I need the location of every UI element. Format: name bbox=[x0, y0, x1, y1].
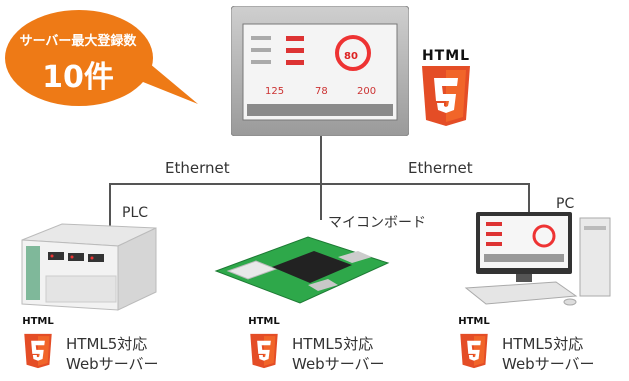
hmi-gauge-value: 80 bbox=[344, 51, 358, 62]
hmi-value-2: 78 bbox=[315, 86, 328, 97]
html5-logo-text: HTML bbox=[421, 48, 471, 64]
pc-device bbox=[446, 208, 626, 308]
hmi-touch-panel: 80 125 78 200 bbox=[230, 5, 410, 137]
support-item-plc: HTML HTML5対応 Webサーバー bbox=[18, 316, 188, 376]
badge-caption: サーバー最大登録数 bbox=[19, 34, 137, 49]
html5-logo-icon bbox=[460, 333, 488, 369]
support-item-pc: HTML HTML5対応 Webサーバー bbox=[454, 316, 624, 376]
ethernet-label-left: Ethernet bbox=[165, 159, 230, 177]
pc-label: PC bbox=[556, 196, 575, 212]
support-line2: Webサーバー bbox=[292, 355, 385, 373]
support-line2: Webサーバー bbox=[66, 355, 159, 373]
support-line2: Webサーバー bbox=[502, 355, 595, 373]
micro-board-label: マイコンボード bbox=[328, 215, 426, 231]
plc-device bbox=[18, 218, 158, 313]
micro-board-device bbox=[212, 233, 392, 308]
ethernet-bus bbox=[109, 183, 529, 185]
html5-logo-text: HTML bbox=[458, 316, 490, 327]
support-item-micro: HTML HTML5対応 Webサーバー bbox=[244, 316, 414, 376]
plc-label: PLC bbox=[122, 205, 149, 221]
link-pc bbox=[528, 183, 530, 213]
hmi-value-3: 200 bbox=[357, 86, 377, 97]
vertical-link-hmi bbox=[320, 135, 322, 220]
support-line1: HTML5対応 bbox=[292, 335, 374, 353]
html5-logo-text: HTML bbox=[22, 316, 54, 327]
hmi-value-1: 125 bbox=[265, 86, 285, 97]
support-line1: HTML5対応 bbox=[66, 335, 148, 353]
link-plc bbox=[109, 183, 111, 233]
html5-logo-icon bbox=[250, 333, 278, 369]
ethernet-label-right: Ethernet bbox=[408, 159, 473, 177]
support-line1: HTML5対応 bbox=[502, 335, 584, 353]
html5-logo-text: HTML bbox=[248, 316, 280, 327]
html5-logo-top: HTML bbox=[418, 48, 474, 132]
max-server-badge: サーバー最大登録数 10件 bbox=[3, 8, 201, 112]
html5-logo-icon bbox=[24, 333, 52, 369]
badge-count: 10件 bbox=[42, 60, 114, 95]
